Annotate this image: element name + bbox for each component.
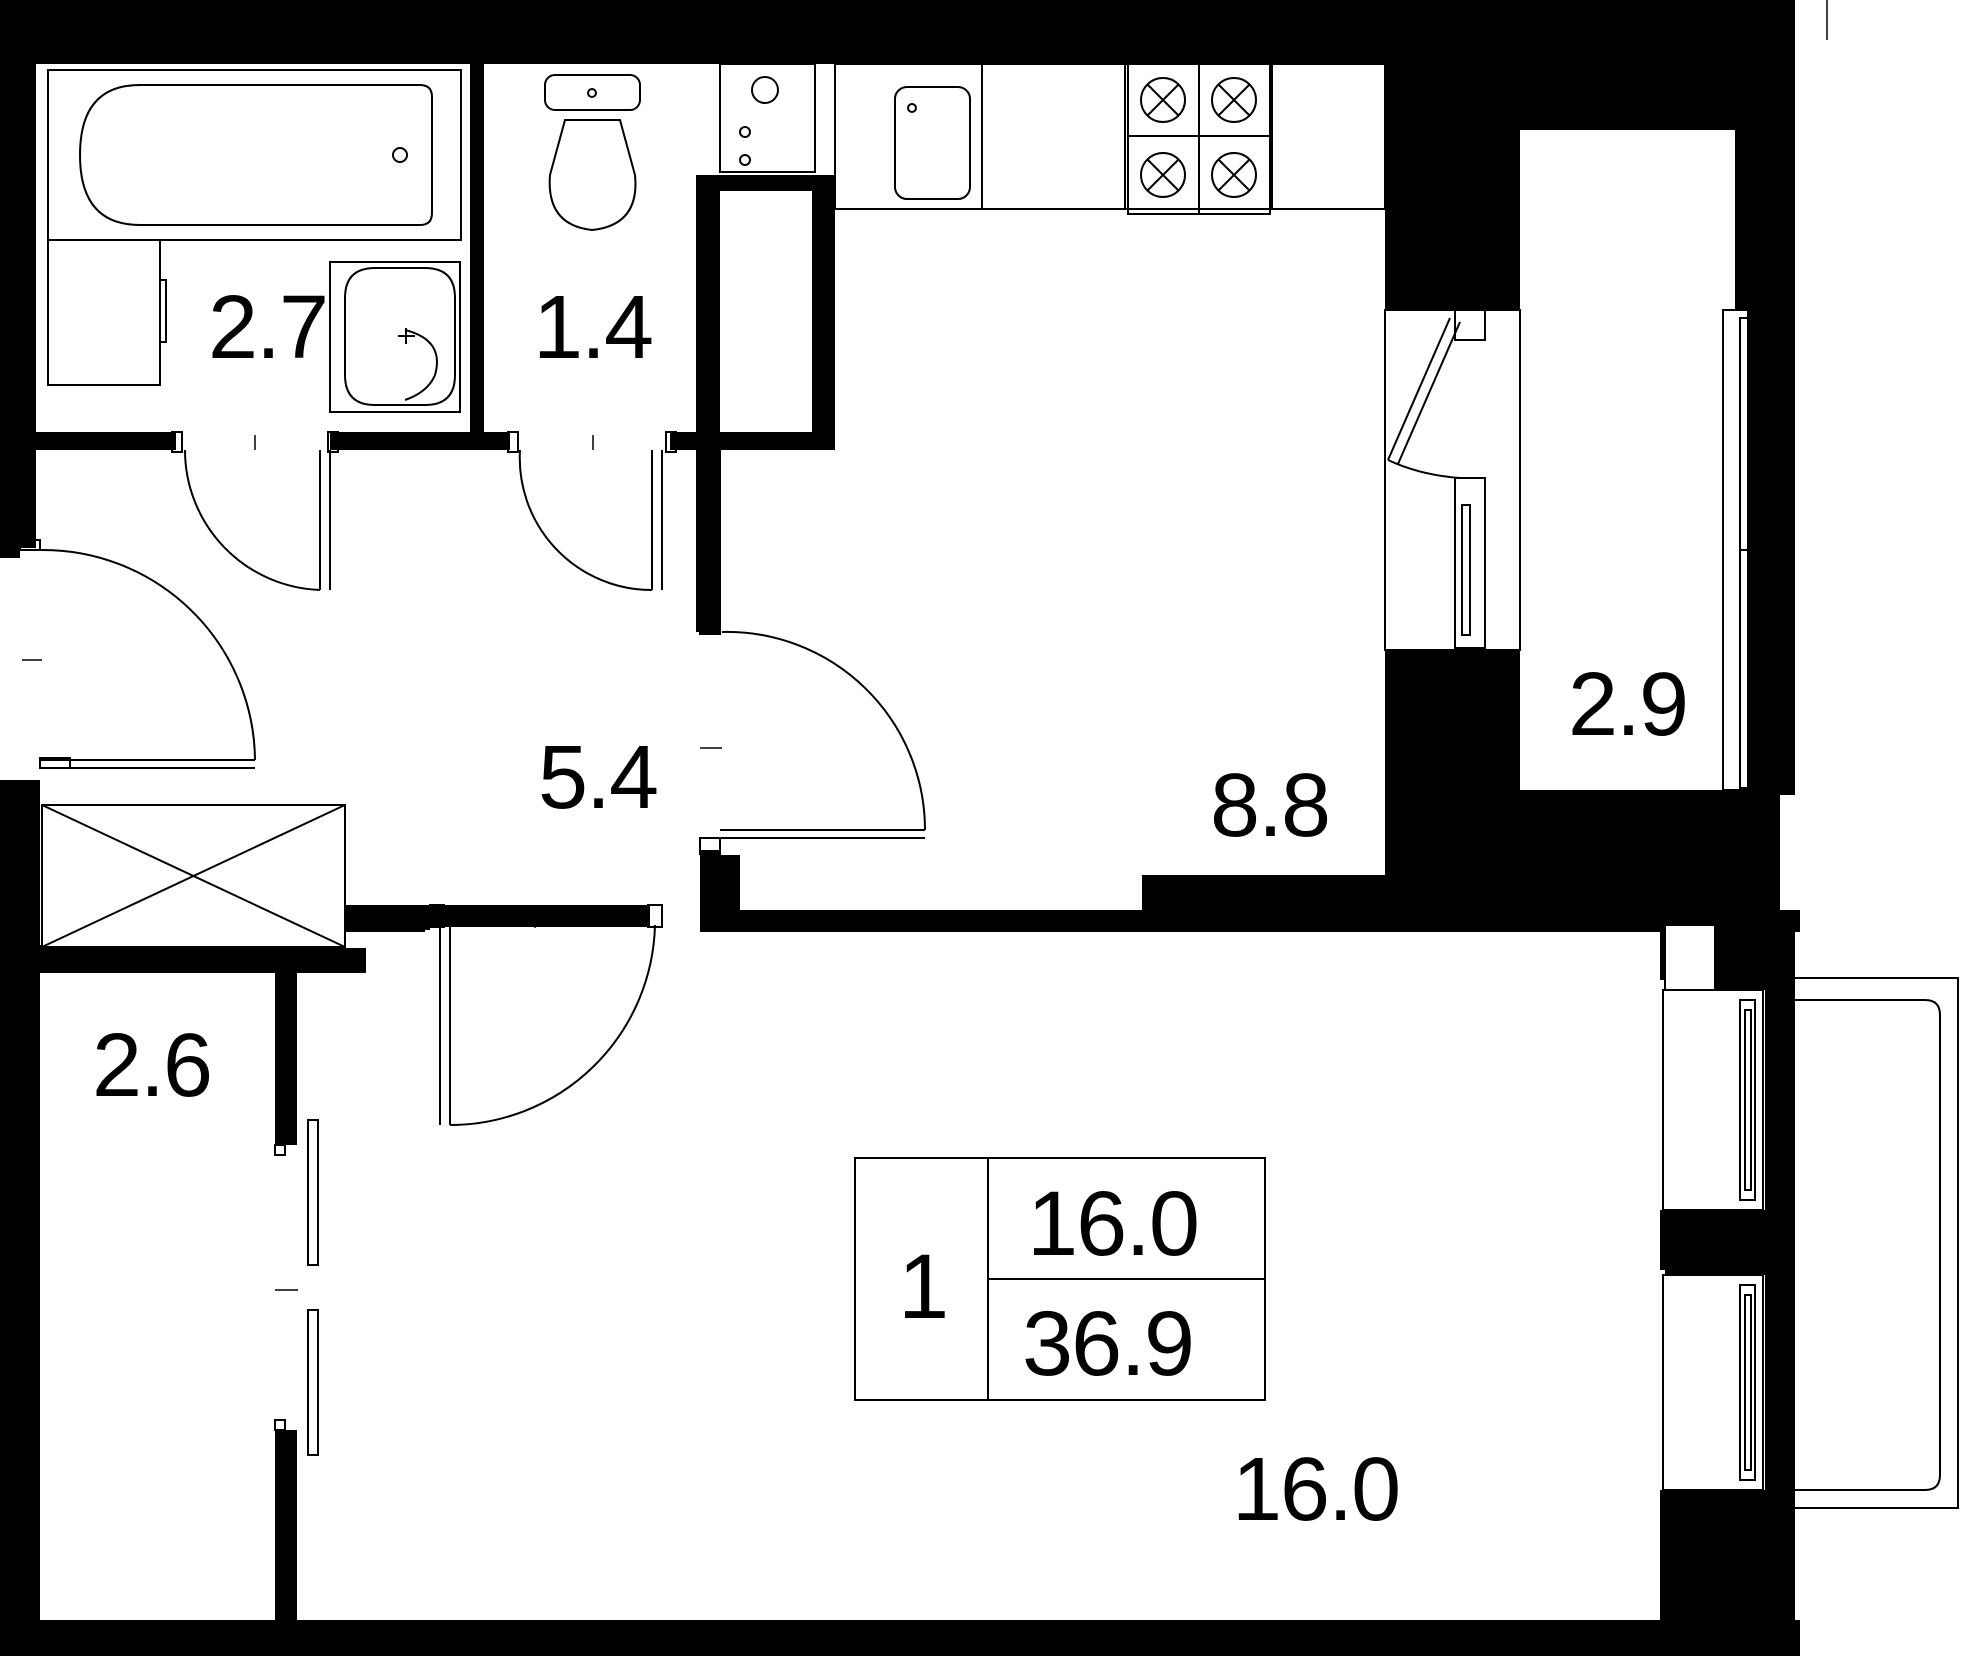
living-room-windows	[1662, 924, 1965, 1510]
living-area-value: 16.0	[1027, 1173, 1198, 1275]
toilet	[544, 74, 641, 232]
storage-area-label: 2.6	[92, 1016, 211, 1116]
toilet-sink	[719, 63, 816, 173]
bathroom-area-label: 2.7	[208, 278, 327, 378]
kitchen-balcony-door	[1384, 309, 1521, 651]
living-room-area-label: 16.0	[1232, 1440, 1399, 1540]
walls-overlay	[275, 0, 1735, 1656]
summary-stamp: 1 16.0 36.9	[854, 1157, 1266, 1401]
storage-shaft	[41, 804, 346, 948]
kitchen-area-label: 8.8	[1210, 756, 1329, 856]
bathtub	[47, 69, 462, 241]
total-area-value: 36.9	[1022, 1293, 1193, 1395]
tick-marks	[22, 0, 1828, 1291]
kitchen-sink	[894, 86, 971, 200]
kitchen-counter	[834, 63, 1386, 210]
room-count: 1	[898, 1236, 947, 1338]
balcony-window	[1722, 309, 1791, 791]
sink-bathroom	[329, 261, 461, 413]
bathroom-cabinet	[47, 239, 167, 386]
balcony-area-label: 2.9	[1568, 655, 1687, 755]
toilet-area-label: 1.4	[533, 278, 652, 378]
stove	[1127, 63, 1271, 215]
area-labels: 2.7 1.4 5.4 8.8 2.9 2.6 16.0	[92, 278, 1689, 1540]
hallway-area-label: 5.4	[538, 728, 657, 828]
doors	[19, 431, 926, 1456]
